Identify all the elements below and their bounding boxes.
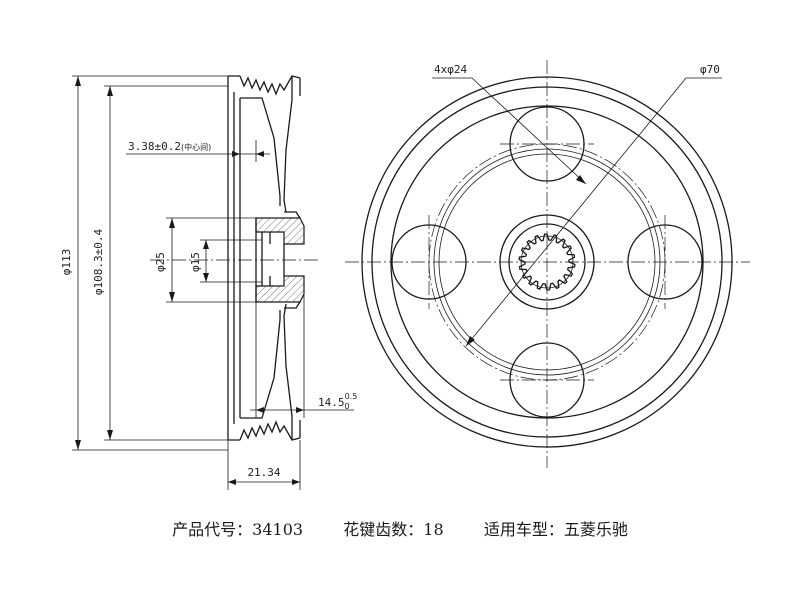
dim-hub-width-text: 14.500.5 <box>318 392 357 411</box>
dim-d108: φ108.3±0.4 <box>92 85 228 441</box>
dim-d113: φ113 <box>60 75 228 451</box>
caption: 产品代号：34103 花键齿数：18 适用车型：五菱乐驰 <box>0 516 800 540</box>
model: 五菱乐驰 <box>563 520 628 539</box>
dim-d113-text: φ113 <box>60 249 73 276</box>
side-view: φ113 φ108.3±0.4 φ25 φ15 <box>60 75 357 490</box>
dim-d25: φ25 <box>154 217 256 303</box>
dim-total-width-text: 21.34 <box>247 466 280 479</box>
dim-d15-text: φ15 <box>189 252 202 272</box>
spline-teeth-count: 18 <box>423 520 444 539</box>
pulley-web <box>283 76 301 440</box>
dim-groove-offset: 3.38±0.2(中心间) <box>126 140 270 162</box>
hub-section-upper <box>255 217 305 245</box>
pulley-outer-profile <box>227 75 301 441</box>
dim-groove-offset-text: 3.38±0.2(中心间) <box>128 140 211 153</box>
dim-holes: 4xφ24 <box>432 63 587 185</box>
product-code-label: 产品代号： <box>172 520 253 539</box>
product-code: 34103 <box>252 520 304 539</box>
dim-holes-text: 4xφ24 <box>434 63 467 76</box>
dim-d15: φ15 <box>189 239 262 283</box>
hub-section-lower <box>255 275 305 303</box>
dim-total-width: 21.34 <box>227 440 301 490</box>
pulley-inner-profile <box>233 92 281 424</box>
spline-label: 花键齿数： <box>343 520 424 539</box>
dim-pcd-text: φ70 <box>700 63 720 76</box>
model-label: 适用车型： <box>483 520 564 539</box>
dim-pcd: φ70 <box>465 63 722 347</box>
dim-d25-text: φ25 <box>154 252 167 272</box>
front-view: 4xφ24 φ70 <box>345 60 750 468</box>
dim-d108-text: φ108.3±0.4 <box>92 229 105 296</box>
dim-hub-width: 14.500.5 <box>250 294 357 418</box>
